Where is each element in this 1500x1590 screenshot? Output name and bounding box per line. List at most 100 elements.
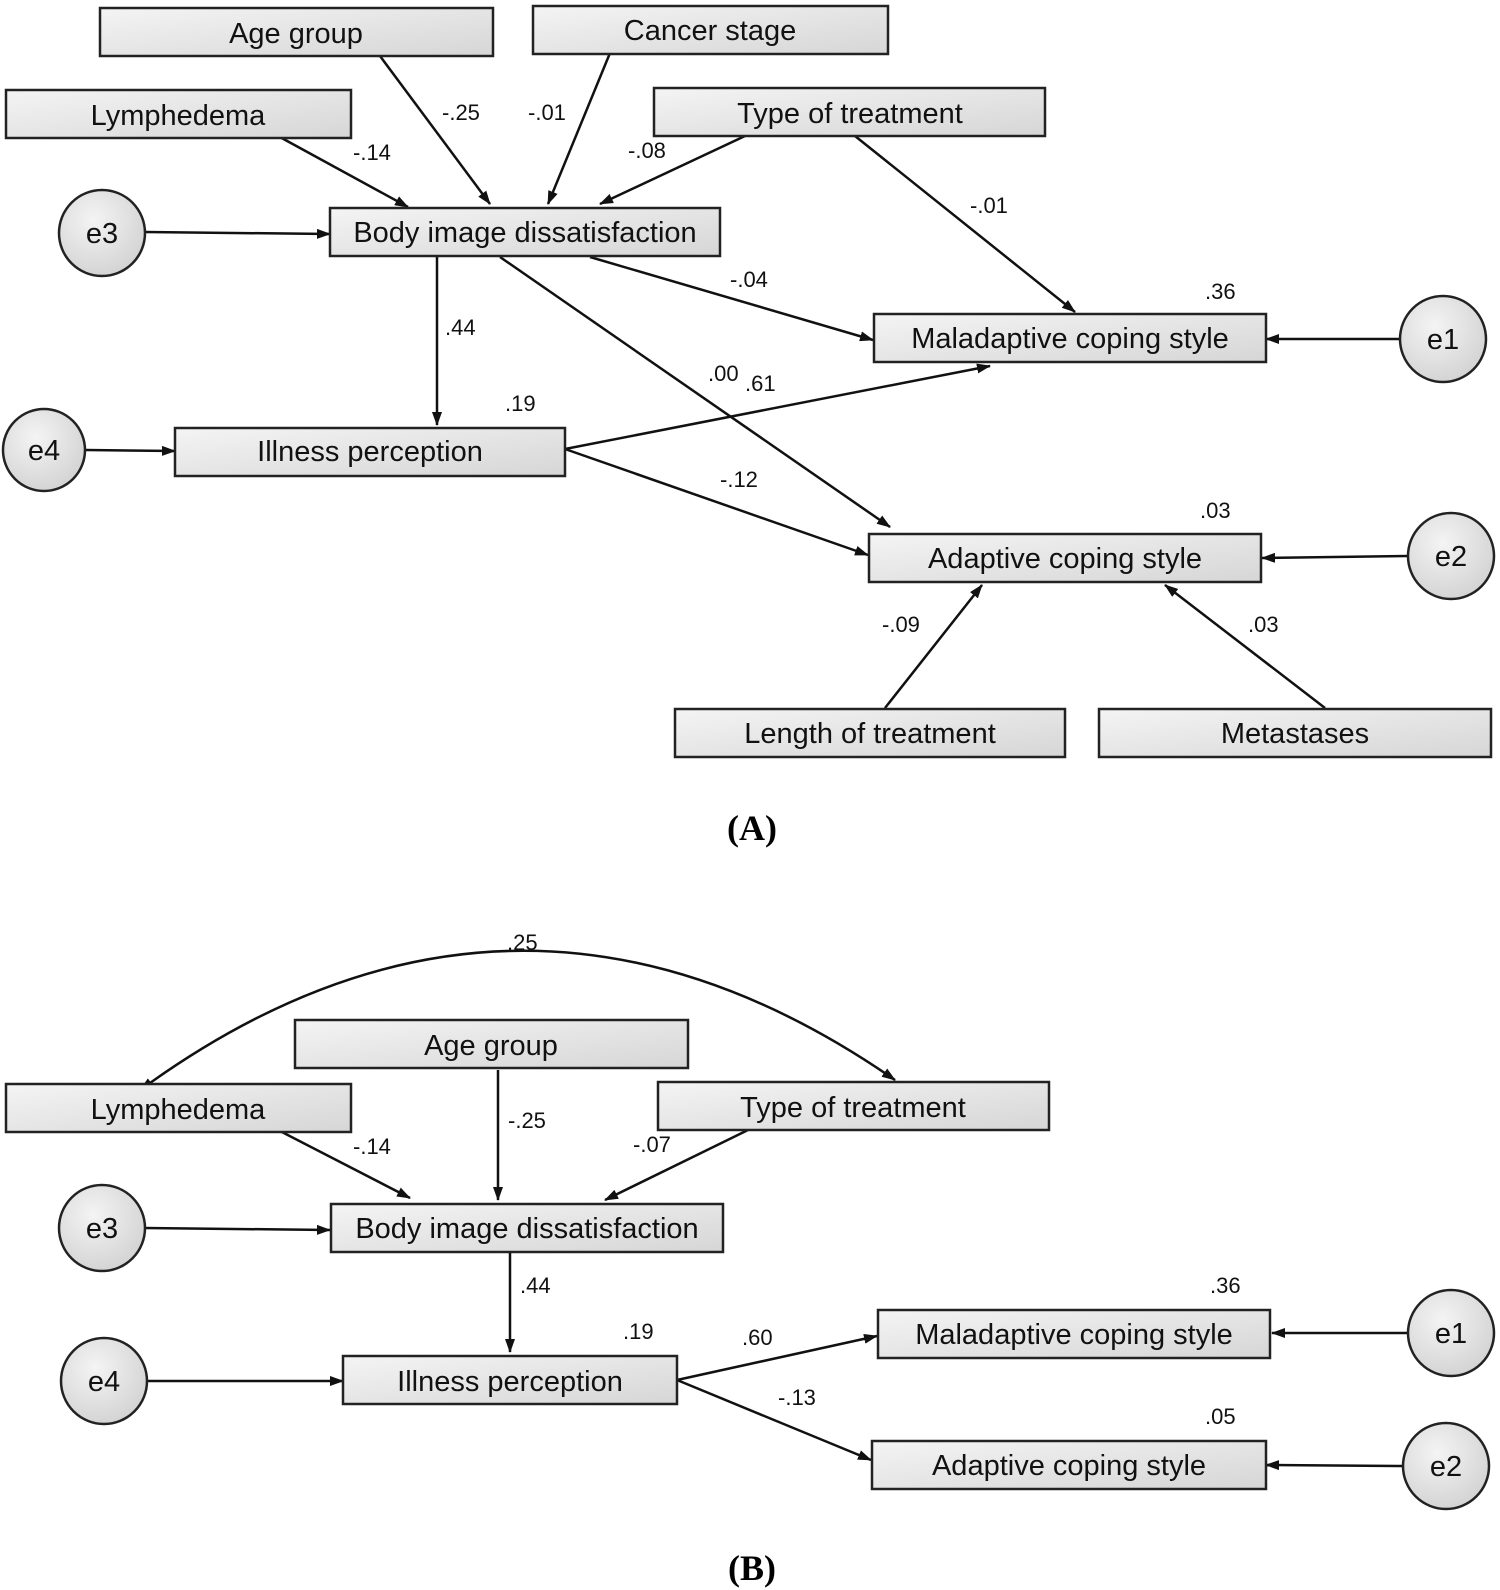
edge-a-illness-adaptive xyxy=(564,447,869,557)
panel-a-caption: (A) xyxy=(727,808,777,848)
label-b-age-group: Age group xyxy=(424,1030,558,1062)
r2-b-adaptive: .05 xyxy=(1205,1404,1236,1429)
label-b-type-of-treatment: Type of treatment xyxy=(740,1092,966,1124)
panel-a-edges xyxy=(85,52,1409,709)
edge-a-length-adaptive xyxy=(884,584,983,709)
r2-b-illness: .19 xyxy=(623,1319,654,1344)
coef-a-age-body: -.25 xyxy=(442,100,480,125)
coef-b-covariance: .25 xyxy=(507,930,538,955)
node-a-age-group: Age group xyxy=(98,6,495,58)
label-lymphedema: Lymphedema xyxy=(91,100,267,132)
coef-b-illness-adaptive: -.13 xyxy=(778,1385,816,1410)
coef-a-lymphedema-body: -.14 xyxy=(353,140,391,165)
label-b-adaptive: Adaptive coping style xyxy=(932,1450,1206,1482)
edge-a-treatment-body xyxy=(599,134,746,206)
edge-b-illness-adaptive xyxy=(676,1378,872,1462)
label-b-e1: e1 xyxy=(1435,1318,1467,1350)
panel-a: Age group Cancer stage Lymphedema Type o… xyxy=(1,4,1496,848)
label-maladaptive: Maladaptive coping style xyxy=(911,323,1229,355)
coef-b-illness-maladaptive: .60 xyxy=(742,1325,773,1350)
coef-b-treatment-body: -.07 xyxy=(633,1132,671,1157)
node-a-type-of-treatment: Type of treatment xyxy=(652,86,1047,138)
edge-b-lymphedema-body xyxy=(277,1128,411,1200)
label-b-illness: Illness perception xyxy=(397,1366,623,1398)
node-b-e1: e1 xyxy=(1406,1288,1496,1378)
edge-a-treatment-maladaptive xyxy=(854,135,1076,313)
coef-b-age-body: -.25 xyxy=(508,1108,546,1133)
panel-b-edges xyxy=(139,949,1408,1471)
label-e1: e1 xyxy=(1427,324,1459,356)
edge-b-e2-adaptive xyxy=(1265,1460,1404,1471)
node-a-illness: Illness perception xyxy=(173,426,567,478)
label-type-of-treatment: Type of treatment xyxy=(737,98,963,130)
node-a-cancer-stage: Cancer stage xyxy=(531,4,890,56)
r2-b-maladaptive: .36 xyxy=(1210,1273,1241,1298)
label-illness: Illness perception xyxy=(257,436,483,468)
coef-a-treatment-maladaptive: -.01 xyxy=(970,193,1008,218)
coef-a-body-adaptive: .00 xyxy=(708,361,739,386)
label-b-e3: e3 xyxy=(86,1213,118,1245)
coef-a-length-adaptive: -.09 xyxy=(882,612,920,637)
edge-a-illness-maladaptive xyxy=(564,363,991,451)
node-a-e4: e4 xyxy=(1,407,87,493)
label-e3: e3 xyxy=(86,218,118,250)
node-a-metastases: Metastases xyxy=(1097,707,1493,759)
node-b-lymphedema: Lymphedema xyxy=(4,1082,353,1134)
label-b-body-image: Body image dissatisfaction xyxy=(355,1213,698,1245)
coef-a-illness-adaptive: -.12 xyxy=(720,467,758,492)
label-age-group: Age group xyxy=(229,18,363,50)
node-a-lymphedema: Lymphedema xyxy=(4,88,353,140)
node-a-e2: e2 xyxy=(1406,511,1496,601)
edge-b-illness-maladaptive xyxy=(676,1333,878,1382)
edge-a-e3-body xyxy=(144,228,331,239)
edge-b-treatment-body xyxy=(604,1128,749,1202)
label-b-e4: e4 xyxy=(88,1366,120,1398)
edge-a-age-body xyxy=(378,55,492,205)
coef-a-stage-body: -.01 xyxy=(528,100,566,125)
label-body-image: Body image dissatisfaction xyxy=(353,217,696,249)
coef-a-body-maladaptive: -.04 xyxy=(730,267,768,292)
node-b-e3: e3 xyxy=(57,1183,147,1273)
node-a-e1: e1 xyxy=(1398,294,1488,384)
node-b-age-group: Age group xyxy=(293,1018,690,1070)
coef-b-lymphedema-body: -.14 xyxy=(353,1134,391,1159)
edge-b-covariance-lymphedema-treatment xyxy=(139,949,896,1091)
coef-b-body-illness: .44 xyxy=(520,1273,551,1298)
node-a-length-of-treatment: Length of treatment xyxy=(673,707,1067,759)
edge-a-e4-illness xyxy=(85,445,176,456)
node-b-adaptive: Adaptive coping style xyxy=(870,1439,1268,1491)
panel-b: Age group Lymphedema Type of treatment e… xyxy=(4,930,1496,1588)
edge-a-lymphedema-body xyxy=(277,134,409,209)
coef-a-illness-maladaptive: .61 xyxy=(745,371,776,396)
label-e4: e4 xyxy=(28,435,60,467)
label-length-of-treatment: Length of treatment xyxy=(744,718,996,750)
r2-a-adaptive: .03 xyxy=(1200,498,1231,523)
label-b-maladaptive: Maladaptive coping style xyxy=(915,1319,1233,1351)
r2-a-illness: .19 xyxy=(505,391,536,416)
edge-a-e2-adaptive xyxy=(1261,552,1409,563)
node-a-maladaptive: Maladaptive coping style xyxy=(872,312,1268,364)
node-a-adaptive: Adaptive coping style xyxy=(867,532,1263,584)
node-b-illness: Illness perception xyxy=(341,1354,679,1406)
edge-a-metastases-adaptive xyxy=(1164,584,1326,709)
label-metastases: Metastases xyxy=(1221,718,1369,750)
coef-a-body-illness: .44 xyxy=(445,315,476,340)
coef-a-treatment-body: -.08 xyxy=(628,138,666,163)
r2-a-maladaptive: .36 xyxy=(1205,279,1236,304)
label-b-lymphedema: Lymphedema xyxy=(91,1094,267,1126)
node-b-maladaptive: Maladaptive coping style xyxy=(876,1308,1272,1360)
node-b-e4: e4 xyxy=(59,1336,149,1426)
edge-a-stage-body xyxy=(546,52,612,205)
node-b-body-image: Body image dissatisfaction xyxy=(329,1202,725,1254)
node-a-body-image: Body image dissatisfaction xyxy=(328,206,722,258)
node-b-e2: e2 xyxy=(1401,1421,1491,1511)
label-e2: e2 xyxy=(1435,541,1467,573)
label-cancer-stage: Cancer stage xyxy=(624,15,797,47)
panel-b-caption: (B) xyxy=(728,1548,776,1588)
edge-a-body-maladaptive xyxy=(589,255,874,342)
edge-a-body-adaptive xyxy=(499,255,891,529)
edge-b-e3-body xyxy=(144,1224,331,1235)
node-a-e3: e3 xyxy=(57,188,147,278)
label-b-e2: e2 xyxy=(1430,1451,1462,1483)
